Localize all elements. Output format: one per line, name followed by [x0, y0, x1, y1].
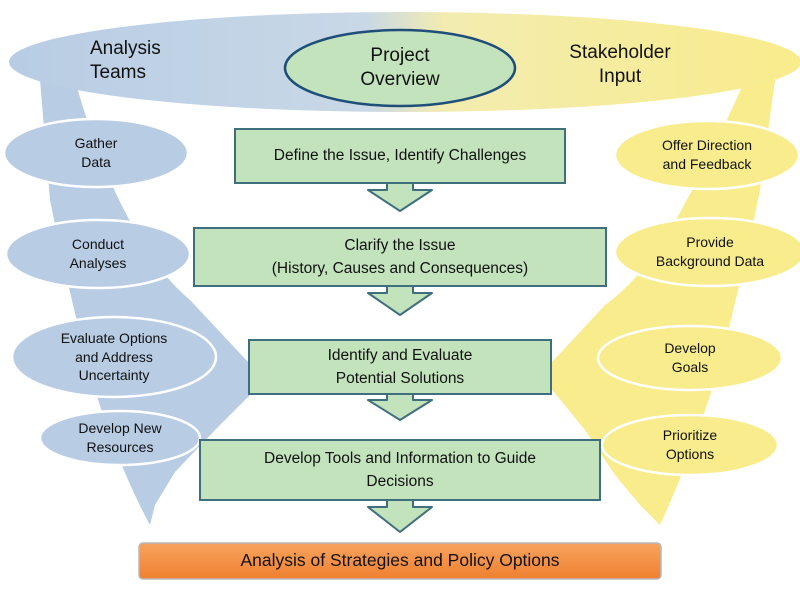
stakeholder-input-title-line: Stakeholder — [569, 42, 671, 64]
step-box-4 — [199, 439, 601, 501]
evaluate-options-line: and Address — [75, 348, 153, 365]
offer-direction-oval — [613, 119, 800, 191]
outcome-label: Analysis of Strategies and Policy Option… — [139, 543, 661, 579]
project-overview-title-line: Project — [370, 45, 430, 67]
down-arrow-icon — [367, 182, 433, 212]
conduct-analyses-line: Conduct — [71, 236, 125, 253]
develop-goals-line: Goals — [671, 359, 709, 375]
step-3-line: Identify and Evaluate — [327, 346, 473, 364]
step-3-line: Potential Solutions — [335, 370, 465, 387]
step-2-label: Clarify the Issue (History, Causes and C… — [194, 228, 606, 286]
evaluate-options-oval — [10, 315, 218, 399]
outcome-bar — [138, 542, 662, 580]
develop-new-resources-label: Develop New Resources — [40, 413, 200, 463]
step-1-label: Define the Issue, Identify Challenges — [235, 129, 565, 183]
prioritize-options-line: Options — [665, 446, 715, 462]
stakeholder-input-flow — [540, 80, 775, 525]
step-2-line: (History, Causes and Consequences) — [271, 260, 529, 277]
analysis-teams-title-line: Analysis — [90, 38, 161, 60]
analysis-teams-flow — [40, 80, 265, 525]
conduct-analyses-label: Conduct Analyses — [8, 224, 188, 284]
develop-new-resources-line: Develop New — [78, 420, 162, 437]
prioritize-options-oval — [600, 413, 780, 477]
step-box-1 — [234, 128, 566, 184]
develop-new-resources-line: Resources — [86, 439, 154, 455]
provide-background-data-line: Provide — [686, 234, 734, 251]
analysis-teams-title: Analysis Teams — [90, 34, 210, 88]
step-4-line: Decisions — [366, 473, 434, 490]
gather-data-oval — [2, 117, 190, 189]
project-overview-ellipse — [283, 28, 517, 108]
develop-goals-oval — [596, 324, 784, 392]
offer-direction-line: and Feedback — [662, 156, 752, 172]
develop-new-resources-oval — [38, 409, 202, 467]
gather-data-line: Gather — [74, 135, 118, 152]
stakeholder-input-title: Stakeholder Input — [545, 38, 695, 92]
provide-background-data-line: Background Data — [655, 253, 765, 269]
prioritize-options-label: Prioritize Options — [602, 418, 778, 472]
evaluate-options-label: Evaluate Options and Address Uncertainty — [14, 322, 214, 392]
down-arrow-icon — [367, 499, 433, 533]
step-3-label: Identify and Evaluate Potential Solution… — [249, 340, 551, 394]
provide-background-data-label: Provide Background Data — [615, 222, 800, 282]
down-arrow-icon — [367, 393, 433, 421]
gather-data-line: Data — [81, 154, 111, 170]
conduct-analyses-line: Analyses — [69, 255, 127, 271]
step-box-3 — [248, 339, 552, 395]
offer-direction-line: Offer Direction — [662, 137, 752, 154]
offer-direction-label: Offer Direction and Feedback — [617, 125, 797, 185]
project-overview-title-line: Overview — [360, 69, 440, 90]
step-2-line: Clarify the Issue — [344, 236, 456, 254]
develop-goals-line: Develop — [664, 340, 716, 357]
analysis-teams-title-line: Teams — [90, 62, 146, 83]
prioritize-options-line: Prioritize — [662, 427, 718, 444]
stakeholder-input-title-line: Input — [598, 66, 642, 87]
develop-goals-label: Develop Goals — [600, 330, 780, 386]
conduct-analyses-oval — [4, 218, 192, 290]
project-overview-title: Project Overview — [300, 40, 500, 96]
outcome-text: Analysis of Strategies and Policy Option… — [240, 550, 560, 571]
step-4-label: Develop Tools and Information to Guide D… — [200, 440, 600, 500]
evaluate-options-line: Uncertainty — [78, 367, 150, 384]
down-arrow-icon — [367, 285, 433, 316]
step-4-line: Develop Tools and Information to Guide — [264, 449, 536, 467]
step-1-line: Define the Issue, Identify Challenges — [273, 147, 527, 165]
evaluate-options-line: Evaluate Options — [60, 329, 168, 346]
provide-background-data-oval — [613, 216, 800, 288]
gather-data-label: Gather Data — [6, 123, 186, 183]
